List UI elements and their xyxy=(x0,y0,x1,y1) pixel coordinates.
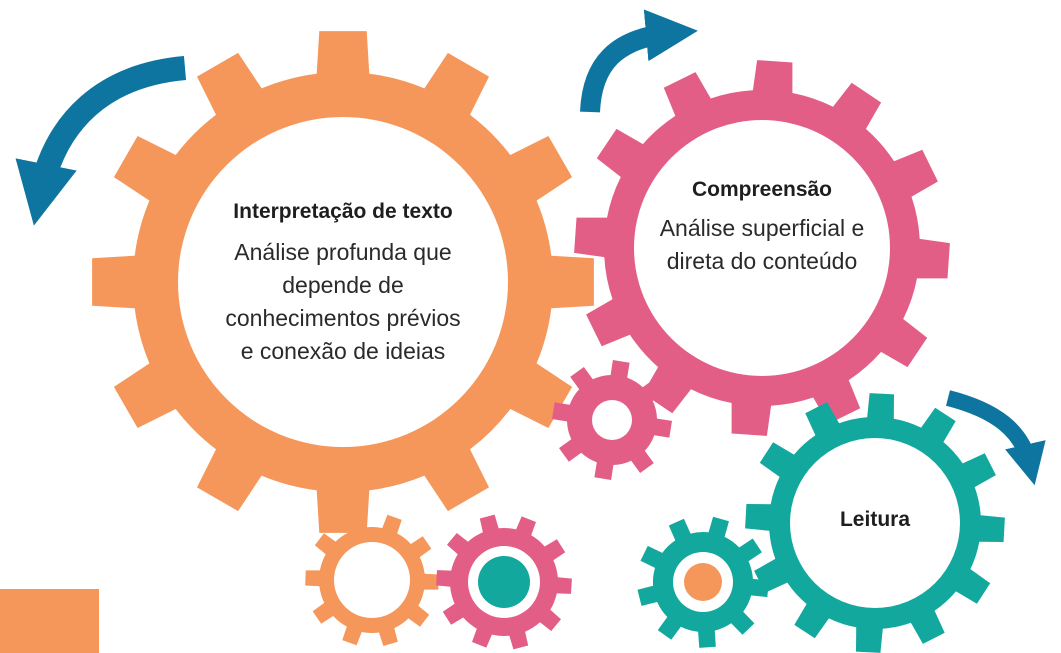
small-teal-gear-dot xyxy=(684,563,722,601)
curved-arrow-icon xyxy=(945,390,1046,486)
leitura-label: Leitura xyxy=(815,506,935,534)
curved-arrow-icon xyxy=(15,56,187,226)
teal-gear-center xyxy=(790,438,960,608)
interpretacao-title: Interpretação de texto xyxy=(233,200,453,223)
compreensao-label: Compreensão Análise superficial e direta… xyxy=(637,176,887,278)
small-orange-gear-hole xyxy=(334,542,410,618)
small-pink-gear-hole xyxy=(592,400,632,440)
small-pink-gear-dot xyxy=(478,556,530,608)
orange-corner-block xyxy=(0,589,99,653)
curved-arrow-icon xyxy=(580,9,698,113)
compreensao-title: Compreensão xyxy=(691,178,833,201)
interpretacao-body: Análise profunda que depende de conhecim… xyxy=(225,239,461,364)
compreensao-body: Análise superficial e direta do conteúdo xyxy=(659,215,865,274)
pink-gear-center xyxy=(634,120,890,376)
leitura-title: Leitura xyxy=(839,508,910,531)
orange-gear-center xyxy=(178,117,508,447)
interpretacao-label: Interpretação de texto Análise profunda … xyxy=(193,198,493,368)
